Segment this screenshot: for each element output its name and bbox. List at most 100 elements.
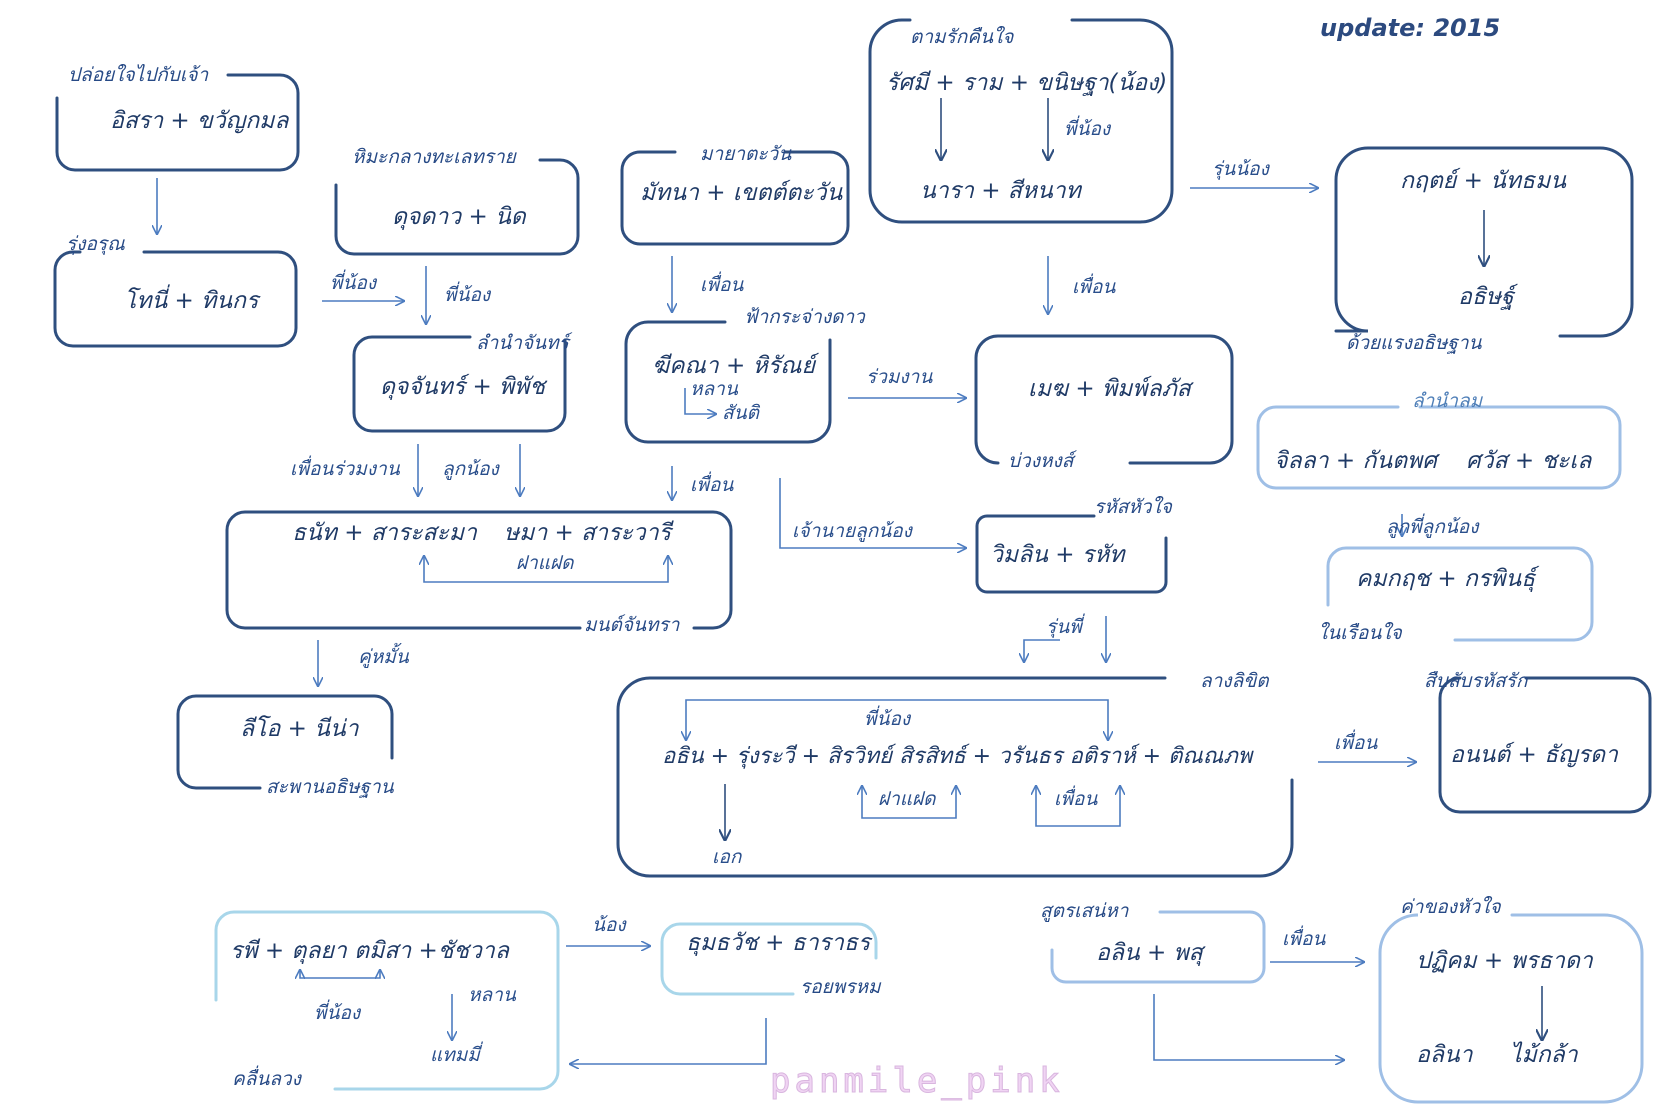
rel-maya-fakrajang: เพื่อน (700, 274, 744, 296)
box-tamrak-frame (868, 18, 1174, 224)
box-ploy-title: ปล่อยใจไปกับเจ้า (68, 64, 209, 86)
box-sapan-frame (176, 694, 394, 790)
rel-klunluang-roiprom: น้อง (592, 914, 626, 936)
klunluang-nephew-label: หลาน (468, 984, 516, 1006)
box-himalai-frame (334, 158, 580, 256)
box-lamnamlom-pair2: ศวัส + ชะเล (1466, 448, 1592, 474)
box-sapan-title: สะพานอธิษฐาน (266, 776, 394, 798)
box-sutsaneha-frame (1050, 910, 1266, 984)
box-langlikhit-child: เอก (712, 846, 742, 868)
box-khakhong-child-1: อลินา (1416, 1042, 1473, 1068)
rel-lamnam-monjan: เพื่อนร่วมงาน (290, 458, 400, 480)
rel-tamrak-duayraeng: รุ่นน้อง (1212, 158, 1269, 180)
box-maya-frame (620, 150, 850, 246)
box-duayraeng-title: ด้วยแรงอธิษฐาน (1346, 332, 1482, 354)
box-naireuanjai-pair: คมกฤช + กรพินธุ์ (1356, 566, 1536, 592)
box-lamnamlom-title: ลำนำลม (1412, 390, 1483, 412)
arrow-fakrajang-nephew (684, 388, 716, 414)
box-roiprom-title: รอยพรหม (800, 976, 881, 998)
box-sutsaneha-pair: อลิน + พสุ (1096, 940, 1203, 966)
watermark-text: panmile_pink (770, 1061, 1064, 1101)
twin-link-langlikhit (861, 786, 956, 819)
rel-himalai-lamnam: พี่น้อง (444, 284, 491, 306)
box-khakhong-child-2: ไม้กล้า (1510, 1042, 1578, 1068)
arrow-rahathuajai-senior-left (1024, 639, 1060, 662)
langlikhit-sibling-label: พี่น้อง (864, 708, 911, 730)
box-roiprom-frame (660, 922, 878, 996)
rel-lamnamlom-naireuanjai: ลูกพี่ลูกน้อง (1386, 516, 1479, 538)
box-duayraeng-frame (1334, 146, 1634, 338)
box-roiprom-pair: ธุมธวัช + ธาราธร (686, 930, 871, 956)
box-maya-title: มายาตะวัน (700, 143, 792, 165)
box-himalai-pair: ดุจดาว + นิด (392, 204, 526, 230)
box-rung-pair: โทนี่ + ทินกร (124, 288, 259, 314)
box-lamnamlom-frame (1256, 405, 1622, 490)
box-lamnam-pair: ดุจจันทร์ + พิพัช (380, 374, 545, 400)
box-tamrak-title: ตามรักคืนใจ (910, 26, 1014, 48)
update-stamp: update: 2015 (1320, 14, 1501, 42)
box-tamrak-children: นารา + สีหนาท (920, 178, 1081, 204)
box-tamrak-pair: รัศมี + ราม + ขนิษฐา(น้อง) (886, 70, 1168, 96)
box-rahathuajai-frame (975, 514, 1168, 594)
box-langlikhit-frame (616, 676, 1294, 878)
box-naireuanjai-title: ในเรือนใจ (1318, 622, 1402, 644)
box-rahathuajai-pair: วิมลิน + รหัท (990, 542, 1125, 568)
langlikhit-twin-label: ฝาแฝด (878, 788, 936, 810)
box-rung-frame (53, 250, 298, 348)
box-buanghong-pair: เมฆ + พิมพ์ลภัส (1028, 376, 1191, 402)
monjan-twin-label: ฝาแฝด (516, 552, 574, 574)
langlikhit-friend-label: เพื่อน (1054, 788, 1098, 810)
box-maya-pair: มัทนา + เขตต์ตะวัน (640, 180, 843, 206)
box-sutsaneha-title: สูตรเสน่หา (1040, 900, 1129, 922)
fakrajang-nephew-label: หลาน (690, 378, 738, 400)
box-khakhong-pair: ปฏิคม + พรธาดา (1416, 948, 1593, 974)
box-seubsab-pair: อนนต์ + ธัญรดา (1450, 742, 1618, 768)
box-fakrajang-frame (624, 320, 832, 444)
box-fakrajang-pair: ฆีคณา + หิรัณย์ (652, 353, 815, 379)
fakrajang-nephew: สันติ (722, 402, 759, 424)
arrow-roiprom-klunluang (570, 1018, 767, 1064)
tamrak-sibling-label: พี่น้อง (1064, 118, 1111, 140)
box-sapan-pair: ลีโอ + นีน่า (240, 716, 359, 742)
box-khakhong-title: ค่าของหัวใจ (1400, 896, 1501, 918)
box-seubsab-title: สืบลับรหัสรัก (1424, 670, 1528, 692)
box-himalai-title: หิมะกลางทะเลทราย (352, 146, 516, 168)
rel-rahathuajai-langlikhit: รุ่นพี่ (1046, 616, 1082, 638)
friend-link-langlikhit (1035, 786, 1120, 827)
box-duayraeng-pair: กฤตย์ + นัทธมน (1400, 168, 1566, 194)
box-langlikhit-title: ลางลิขิต (1200, 670, 1269, 692)
box-ploy-pair: อิสรา + ขวัญกมล (110, 108, 289, 134)
box-buanghong-title: บ่วงหงส์ (1008, 450, 1074, 472)
box-khakhong-frame (1378, 913, 1644, 1104)
rel-rung-lamnam: พี่น้อง (330, 272, 377, 294)
box-monjan-pair1: ธนัท + สาระสะมา (292, 520, 477, 546)
box-klunluang-frame (214, 910, 560, 1091)
klunluang-nephew: แทมมี่ (430, 1044, 480, 1066)
box-lamnam-frame (352, 335, 567, 433)
rel-langlikhit-seubsab: เพื่อน (1334, 732, 1378, 754)
box-monjan-frame (225, 510, 733, 630)
box-klunluang-title: คลื่นลวง (232, 1068, 301, 1090)
rel-fakrajang-monjan: เพื่อน (690, 474, 734, 496)
box-seubsab-frame (1438, 676, 1652, 814)
rel-tamrak-buanghong: เพื่อน (1072, 276, 1116, 298)
box-lamnam-title: ลำนำจันทร์ (476, 332, 569, 354)
rel-fakrajang-buanghong: ร่วมงาน (866, 366, 933, 388)
rel-fakrajang-rahathuajai: เจ้านายลูกน้อง (792, 520, 912, 542)
rel-monjan-sapan: คู่หมั้น (358, 646, 409, 668)
rel-lamnam-monjan-sub: ลูกน้อง (442, 458, 499, 480)
box-rahathuajai-title: รหัสหัวใจ (1094, 496, 1172, 518)
box-klunluang-pair: รพี + ตุลยา ตมิสา +ชัชวาล (230, 938, 509, 964)
box-ploy-frame (55, 73, 300, 172)
box-langlikhit-names: อธิน + รุ่งระวี + สิรวิทย์ สิรสิทธ์ + วร… (662, 744, 1253, 769)
rel-sutsaneha-khakhong: เพื่อน (1282, 928, 1326, 950)
box-lamnamlom-pair1: จิลลา + กันตพศ (1274, 448, 1437, 474)
box-duayraeng-child: อธิษฐ์ (1458, 284, 1514, 310)
klunluang-sibling-label: พี่น้อง (314, 1002, 361, 1024)
box-naireuanjai-frame (1326, 546, 1594, 642)
arrow-sutsaneha-khakhong-lower (1153, 994, 1344, 1060)
box-rung-title: รุ่งอรุณ (66, 233, 125, 255)
box-fakrajang-title: ฟ้ากระจ่างดาว (744, 306, 865, 328)
